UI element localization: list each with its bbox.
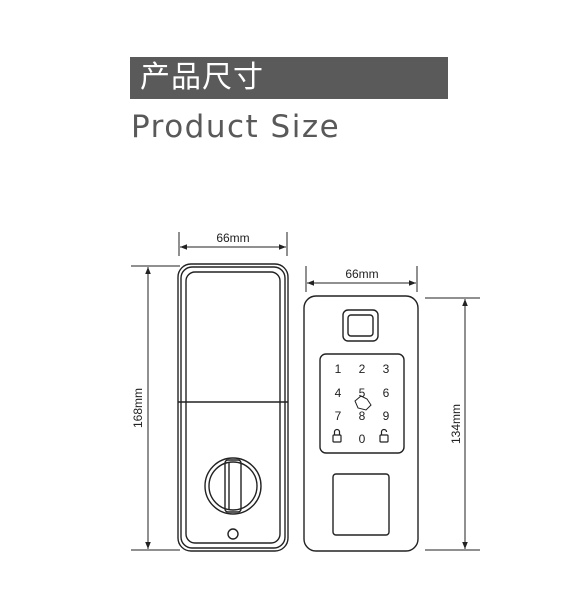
thumb-turn-icon (204, 457, 262, 515)
section-title-english: Product Size (131, 109, 341, 145)
interior-middle-outline (180, 266, 286, 549)
key-2: 2 (359, 362, 366, 376)
key-8: 8 (359, 409, 366, 423)
left-height-label: 168mm (131, 388, 145, 428)
key-4: 4 (335, 386, 342, 400)
lock-icon (332, 428, 342, 443)
exterior-outer-outline (303, 295, 419, 552)
key-1: 1 (335, 362, 342, 376)
keypad-panel (319, 353, 405, 454)
touch-hand-icon (354, 395, 372, 411)
interior-outer-outline (177, 263, 289, 552)
fingerprint-sensor-icon (342, 309, 379, 342)
interior-unit (131, 232, 289, 552)
interior-inner-outline (185, 271, 281, 544)
exterior-unit (303, 266, 480, 552)
title-bar: 产品尺寸 (130, 57, 448, 99)
key-7: 7 (335, 409, 342, 423)
key-9: 9 (383, 409, 390, 423)
left-width-label: 66mm (216, 231, 249, 245)
section-title-chinese: 产品尺寸 (140, 60, 264, 95)
key-5: 5 (359, 386, 366, 400)
unlock-icon (379, 428, 389, 443)
key-6: 6 (383, 386, 390, 400)
keypad-keys: 1 2 3 4 5 6 7 8 9 0 (335, 362, 390, 446)
right-width-label: 66mm (345, 267, 378, 281)
card-reader-icon (332, 473, 390, 536)
key-3: 3 (383, 362, 390, 376)
right-height-label: 134mm (449, 404, 463, 444)
key-0: 0 (359, 432, 366, 446)
keyhole-icon (227, 528, 239, 540)
